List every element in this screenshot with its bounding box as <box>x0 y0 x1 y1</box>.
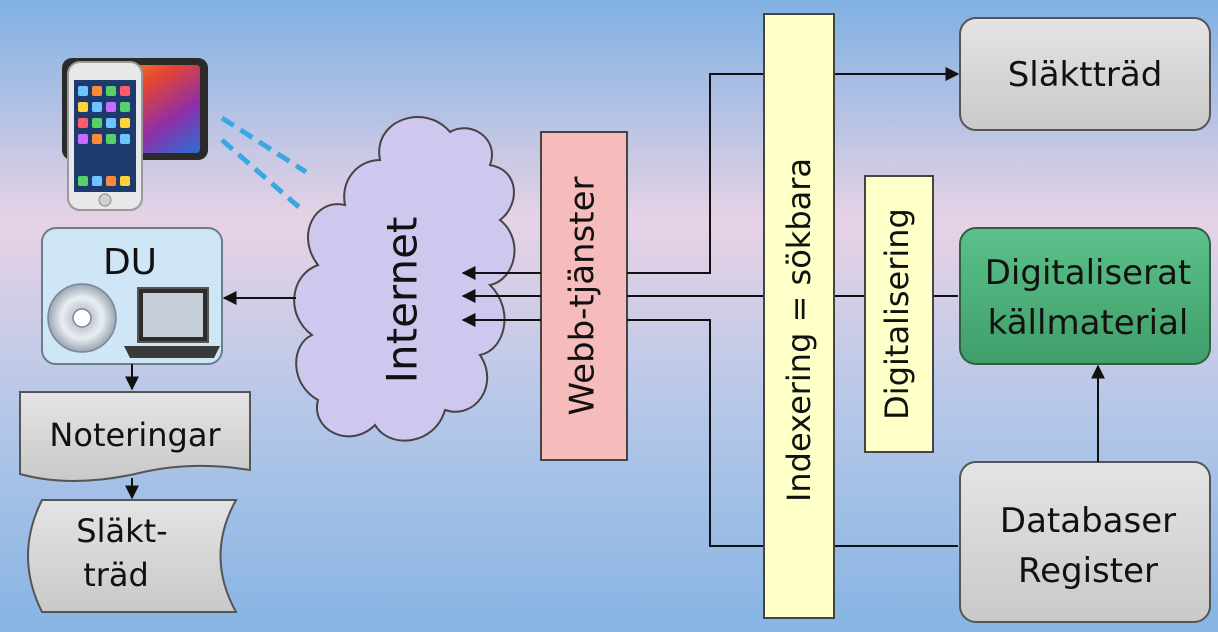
du-label: DU <box>103 242 157 283</box>
databaser-line1: Databaser <box>1000 501 1176 541</box>
laptop-icon <box>124 287 220 358</box>
mobile-devices-icon <box>62 58 208 211</box>
slakttrad-box: Släktträd <box>959 17 1211 131</box>
digitaliserat-line1: Digitaliserat <box>985 253 1192 293</box>
cd-disc-icon <box>47 283 117 353</box>
slakttrad-doc-line2: träd <box>83 556 149 594</box>
noteringar-label: Noteringar <box>49 416 221 454</box>
du-computer-box: DU <box>41 227 223 365</box>
indexering-label: Indexering = sökbara <box>780 158 818 502</box>
databaser-line2: Register <box>1018 551 1158 591</box>
slakttrad-label: Släktträd <box>1008 55 1163 95</box>
databaser-register-box: Databaser Register <box>959 461 1211 623</box>
digitaliserat-kallmaterial-box: Digitaliserat källmaterial <box>959 227 1211 365</box>
internet-cloud: Internet <box>293 116 516 442</box>
webb-tjanster-box: Webb-tjänster <box>540 131 628 461</box>
digitaliserat-line2: källmaterial <box>988 303 1189 343</box>
webb-tjanster-label: Webb-tjänster <box>563 176 603 415</box>
digitalisering-label: Digitalisering <box>878 208 916 420</box>
digitalisering-box: Digitalisering <box>864 175 934 453</box>
slakttrad-doc-line1: Släkt- <box>76 512 167 550</box>
noteringar-document: Noteringar <box>19 391 251 482</box>
internet-label: Internet <box>378 217 427 384</box>
slakttrad-stored-data: Släkt- träd <box>27 499 238 613</box>
indexering-box: Indexering = sökbara <box>763 13 835 619</box>
wireless-signal-icon <box>220 115 308 210</box>
